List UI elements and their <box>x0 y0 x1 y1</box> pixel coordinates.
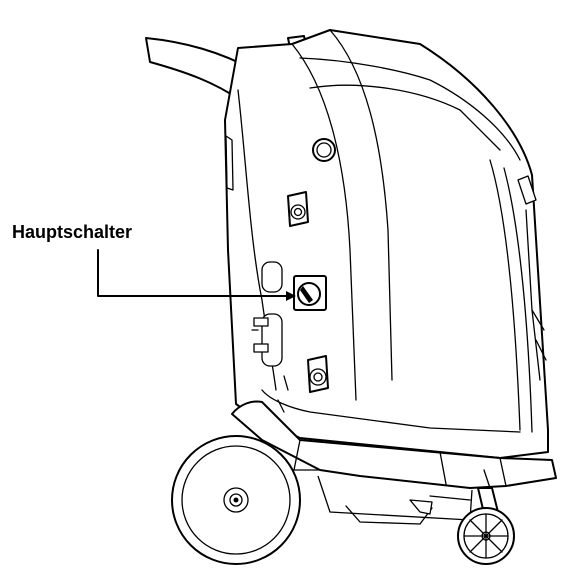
side-slots <box>251 261 283 367</box>
machine-body <box>224 29 549 459</box>
rear-wheel <box>171 435 301 565</box>
mid-connector <box>287 191 309 227</box>
lower-connector <box>307 355 329 393</box>
main-switch-label: Hauptschalter <box>12 222 133 242</box>
callout-leader <box>97 249 296 301</box>
front-caster <box>457 469 515 565</box>
machine-base <box>231 400 557 525</box>
main-switch <box>293 275 327 311</box>
upper-port <box>312 138 336 162</box>
